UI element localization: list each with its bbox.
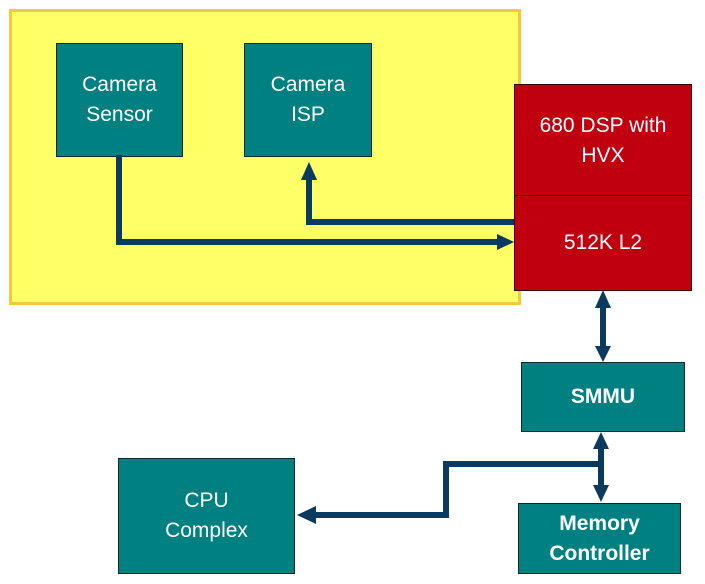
camera-sensor-label: Camera Sensor <box>82 73 157 126</box>
l2-cache-label: 512K L2 <box>563 231 643 254</box>
camera-sensor-block: Camera Sensor <box>56 43 183 157</box>
l2-cache-block: 512K L2 <box>514 195 692 291</box>
dsp-block: 680 DSP with HVX <box>514 84 692 197</box>
arrowhead-isp-in <box>301 162 317 180</box>
camera-isp-block: Camera ISP <box>244 43 372 157</box>
l2-to-isp-wire <box>306 178 514 225</box>
memory-controller-block: Memory Controller <box>518 503 681 574</box>
arrowhead-l2-in <box>497 234 514 250</box>
arrowhead-smmu-up <box>593 432 609 449</box>
sensor-to-l2-wire <box>116 155 498 245</box>
cpu-complex-label: CPU Complex <box>165 489 248 542</box>
smmu-block: SMMU <box>521 362 685 432</box>
arrowhead-l2-up <box>595 290 611 308</box>
arrowhead-smmu-down <box>595 346 611 362</box>
arrowhead-memory-down <box>593 485 609 502</box>
dsp-label: 680 DSP with HVX <box>539 113 667 167</box>
smmu-label: SMMU <box>570 385 636 408</box>
cpu-complex-block: CPU Complex <box>118 458 295 574</box>
camera-isp-label: Camera ISP <box>270 73 346 126</box>
memory-controller-label: Memory Controller <box>549 511 650 565</box>
bus-to-cpu-wire <box>315 461 601 518</box>
arrowhead-cpu-in <box>297 506 316 524</box>
